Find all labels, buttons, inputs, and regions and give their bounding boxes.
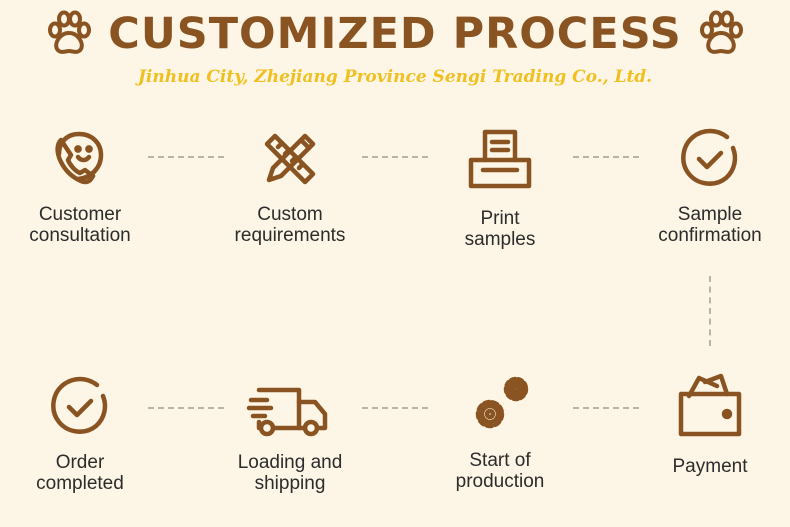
dashed-connector [148,156,224,158]
paw-print-icon [699,10,743,54]
page-title: CUSTOMIZED PROCESS [108,9,682,59]
pencil-ruler-icon [264,133,316,185]
step-label: Payment [672,456,748,477]
dashed-connector [709,276,711,346]
page-header: CUSTOMIZED PROCESS [0,8,790,60]
company-subtitle: Jinhua City, Zhejiang Province Sengi Tra… [137,67,653,87]
phone-smile-icon [55,131,104,185]
dashed-connector [573,407,639,409]
step-payment: Payment [625,372,790,477]
wallet-icon [678,373,742,437]
dashed-connector [148,407,224,409]
printer-icon [468,129,532,189]
check-circle-icon [51,376,108,434]
delivery-truck-icon [246,387,328,437]
dashed-connector [573,156,639,158]
dashed-connector [362,407,428,409]
gears-icon [475,376,529,429]
check-circle-icon [681,128,738,186]
paw-print-icon [48,10,92,54]
dashed-connector [362,156,428,158]
